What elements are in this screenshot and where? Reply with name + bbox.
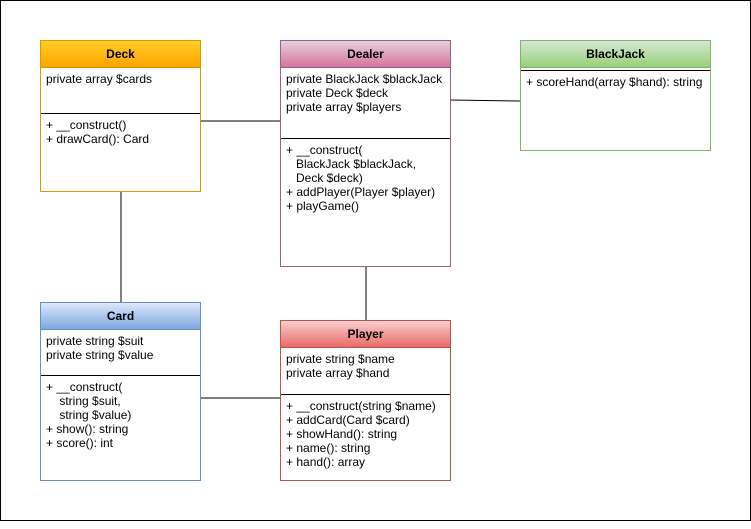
class-blackjack-methods: + scoreHand(array $hand): string [521,71,710,93]
class-blackjack-title: BlackJack [521,41,710,68]
class-method: + score(): int [46,436,114,450]
class-method: string $value) [46,408,132,422]
class-deck-divider [41,113,200,114]
class-attribute: private string $suit [46,334,144,348]
class-method: + addCard(Card $card) [286,413,410,427]
class-blackjack-divider [521,70,710,71]
class-method: + show(): string [46,422,129,436]
class-deck-title: Deck [41,41,200,68]
class-card-title: Card [41,303,200,330]
class-method: + showHand(): string [286,427,398,441]
class-attribute: private array $hand [286,366,390,380]
class-method: + __construct( [286,143,363,157]
class-player-divider [281,394,450,395]
class-deck-attributes: private array $cards [41,68,200,113]
class-method: + __construct(string $name) [286,399,436,413]
class-method: + __construct( [46,380,123,394]
association-dealer-blackjack [450,99,521,102]
class-attribute: private array $cards [46,72,153,86]
class-attribute: private BlackJack $blackJack [286,72,443,86]
class-dealer-title: Dealer [281,41,450,68]
class-card-divider [41,375,200,376]
class-attribute: private Deck $deck [286,86,389,100]
class-method: BlackJack $blackJack, [286,157,417,171]
class-card-methods: + __construct( string $suit, string $val… [41,376,200,454]
class-blackjack[interactable]: BlackJack + scoreHand(array $hand): stri… [520,40,711,151]
class-method: Deck $deck) [286,171,363,185]
class-dealer-methods: + __construct( BlackJack $blackJack, Dec… [281,139,450,217]
class-method: + __construct() [46,118,127,132]
class-method: + drawCard(): Card [46,132,150,146]
class-dealer-divider [281,138,450,139]
class-attribute: private string $value [46,348,154,362]
class-player-methods: + __construct(string $name)+ addCard(Car… [281,395,450,473]
class-method: + playGame() [286,199,360,213]
class-method: + scoreHand(array $hand): string [526,75,703,89]
class-method: + addPlayer(Player $player) [286,185,436,199]
class-method: string $suit, [46,394,121,408]
class-attribute: private string $name [286,352,395,366]
class-deck[interactable]: Deck private array $cards + __construct(… [40,40,201,192]
class-attribute: private array $players [286,100,402,114]
class-player-title: Player [281,321,450,348]
class-method: + name(): string [286,441,371,455]
class-deck-methods: + __construct()+ drawCard(): Card [41,114,200,150]
class-method: + hand(): array [286,455,366,469]
